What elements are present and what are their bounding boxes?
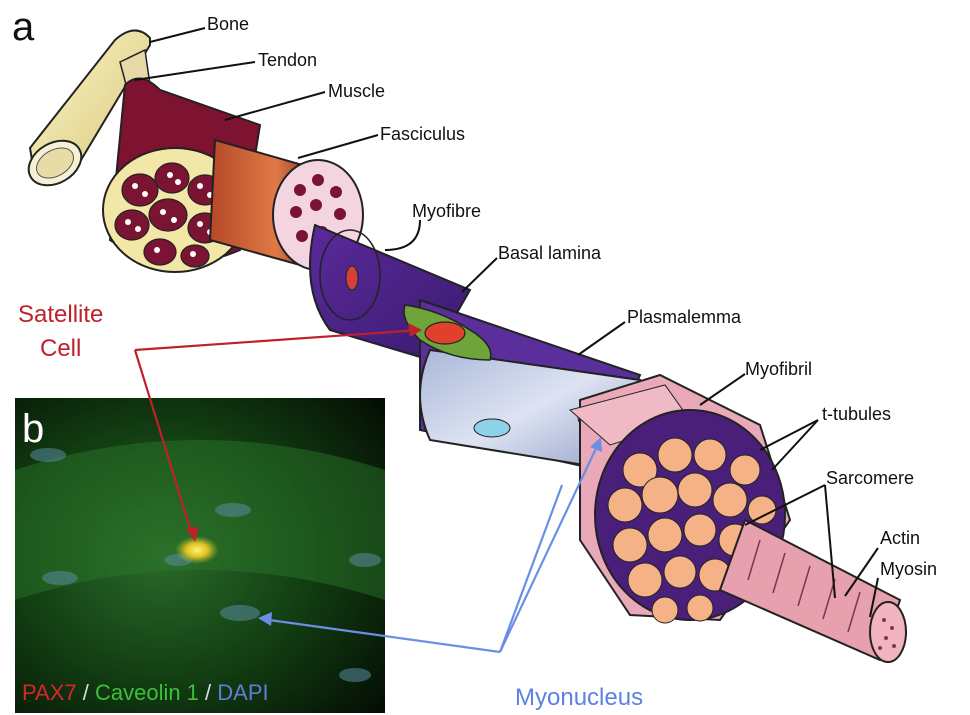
legend-pax7: PAX7 <box>22 680 77 705</box>
label-basal-lamina: Basal lamina <box>498 243 602 263</box>
legend-separator-1: / <box>77 680 95 705</box>
label-fasciculus: Fasciculus <box>380 124 465 144</box>
label-myofibril: Myofibril <box>745 359 812 379</box>
panel-a-letter: a <box>12 5 35 49</box>
satellite-cell-label-line1: Satellite <box>18 301 103 328</box>
legend-caveolin: Caveolin 1 <box>95 680 199 705</box>
label-actin: Actin <box>880 528 920 548</box>
micrograph-panel <box>15 398 385 713</box>
label-myofibre: Myofibre <box>412 201 481 221</box>
label-bone: Bone <box>207 14 249 34</box>
myonucleus-diagram <box>474 419 510 437</box>
satellite-cell-signal <box>175 536 219 564</box>
legend-dapi: DAPI <box>217 680 268 705</box>
label-tendon: Tendon <box>258 50 317 70</box>
label-t-tubules: t-tubules <box>822 404 891 424</box>
label-plasmalemma: Plasmalemma <box>627 307 742 327</box>
myonucleus-label: Myonucleus <box>515 684 643 711</box>
sarcomere-strand <box>720 520 906 662</box>
label-sarcomere: Sarcomere <box>826 468 914 488</box>
label-myosin: Myosin <box>880 559 937 579</box>
panel-b-letter: b <box>22 407 44 451</box>
micrograph-legend: PAX7 / Caveolin 1 / DAPI <box>22 680 269 705</box>
satellite-cell-label-line2: Cell <box>40 335 81 362</box>
label-muscle: Muscle <box>328 81 385 101</box>
legend-separator-2: / <box>199 680 217 705</box>
